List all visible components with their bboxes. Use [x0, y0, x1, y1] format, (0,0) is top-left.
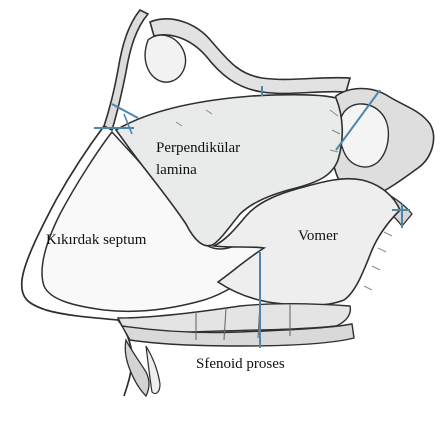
label-cartilaginous-septum: Kıkırdak septum — [46, 232, 147, 248]
label-perpendicular-plate-line2: lamina — [156, 162, 197, 178]
frontal-sinus — [145, 35, 185, 82]
premaxilla — [125, 340, 149, 396]
label-sphenoid-process: Sfenoid proses — [196, 356, 285, 372]
label-perpendicular-plate-line1: Perpendikülar — [156, 140, 240, 156]
label-vomer: Vomer — [298, 228, 338, 244]
